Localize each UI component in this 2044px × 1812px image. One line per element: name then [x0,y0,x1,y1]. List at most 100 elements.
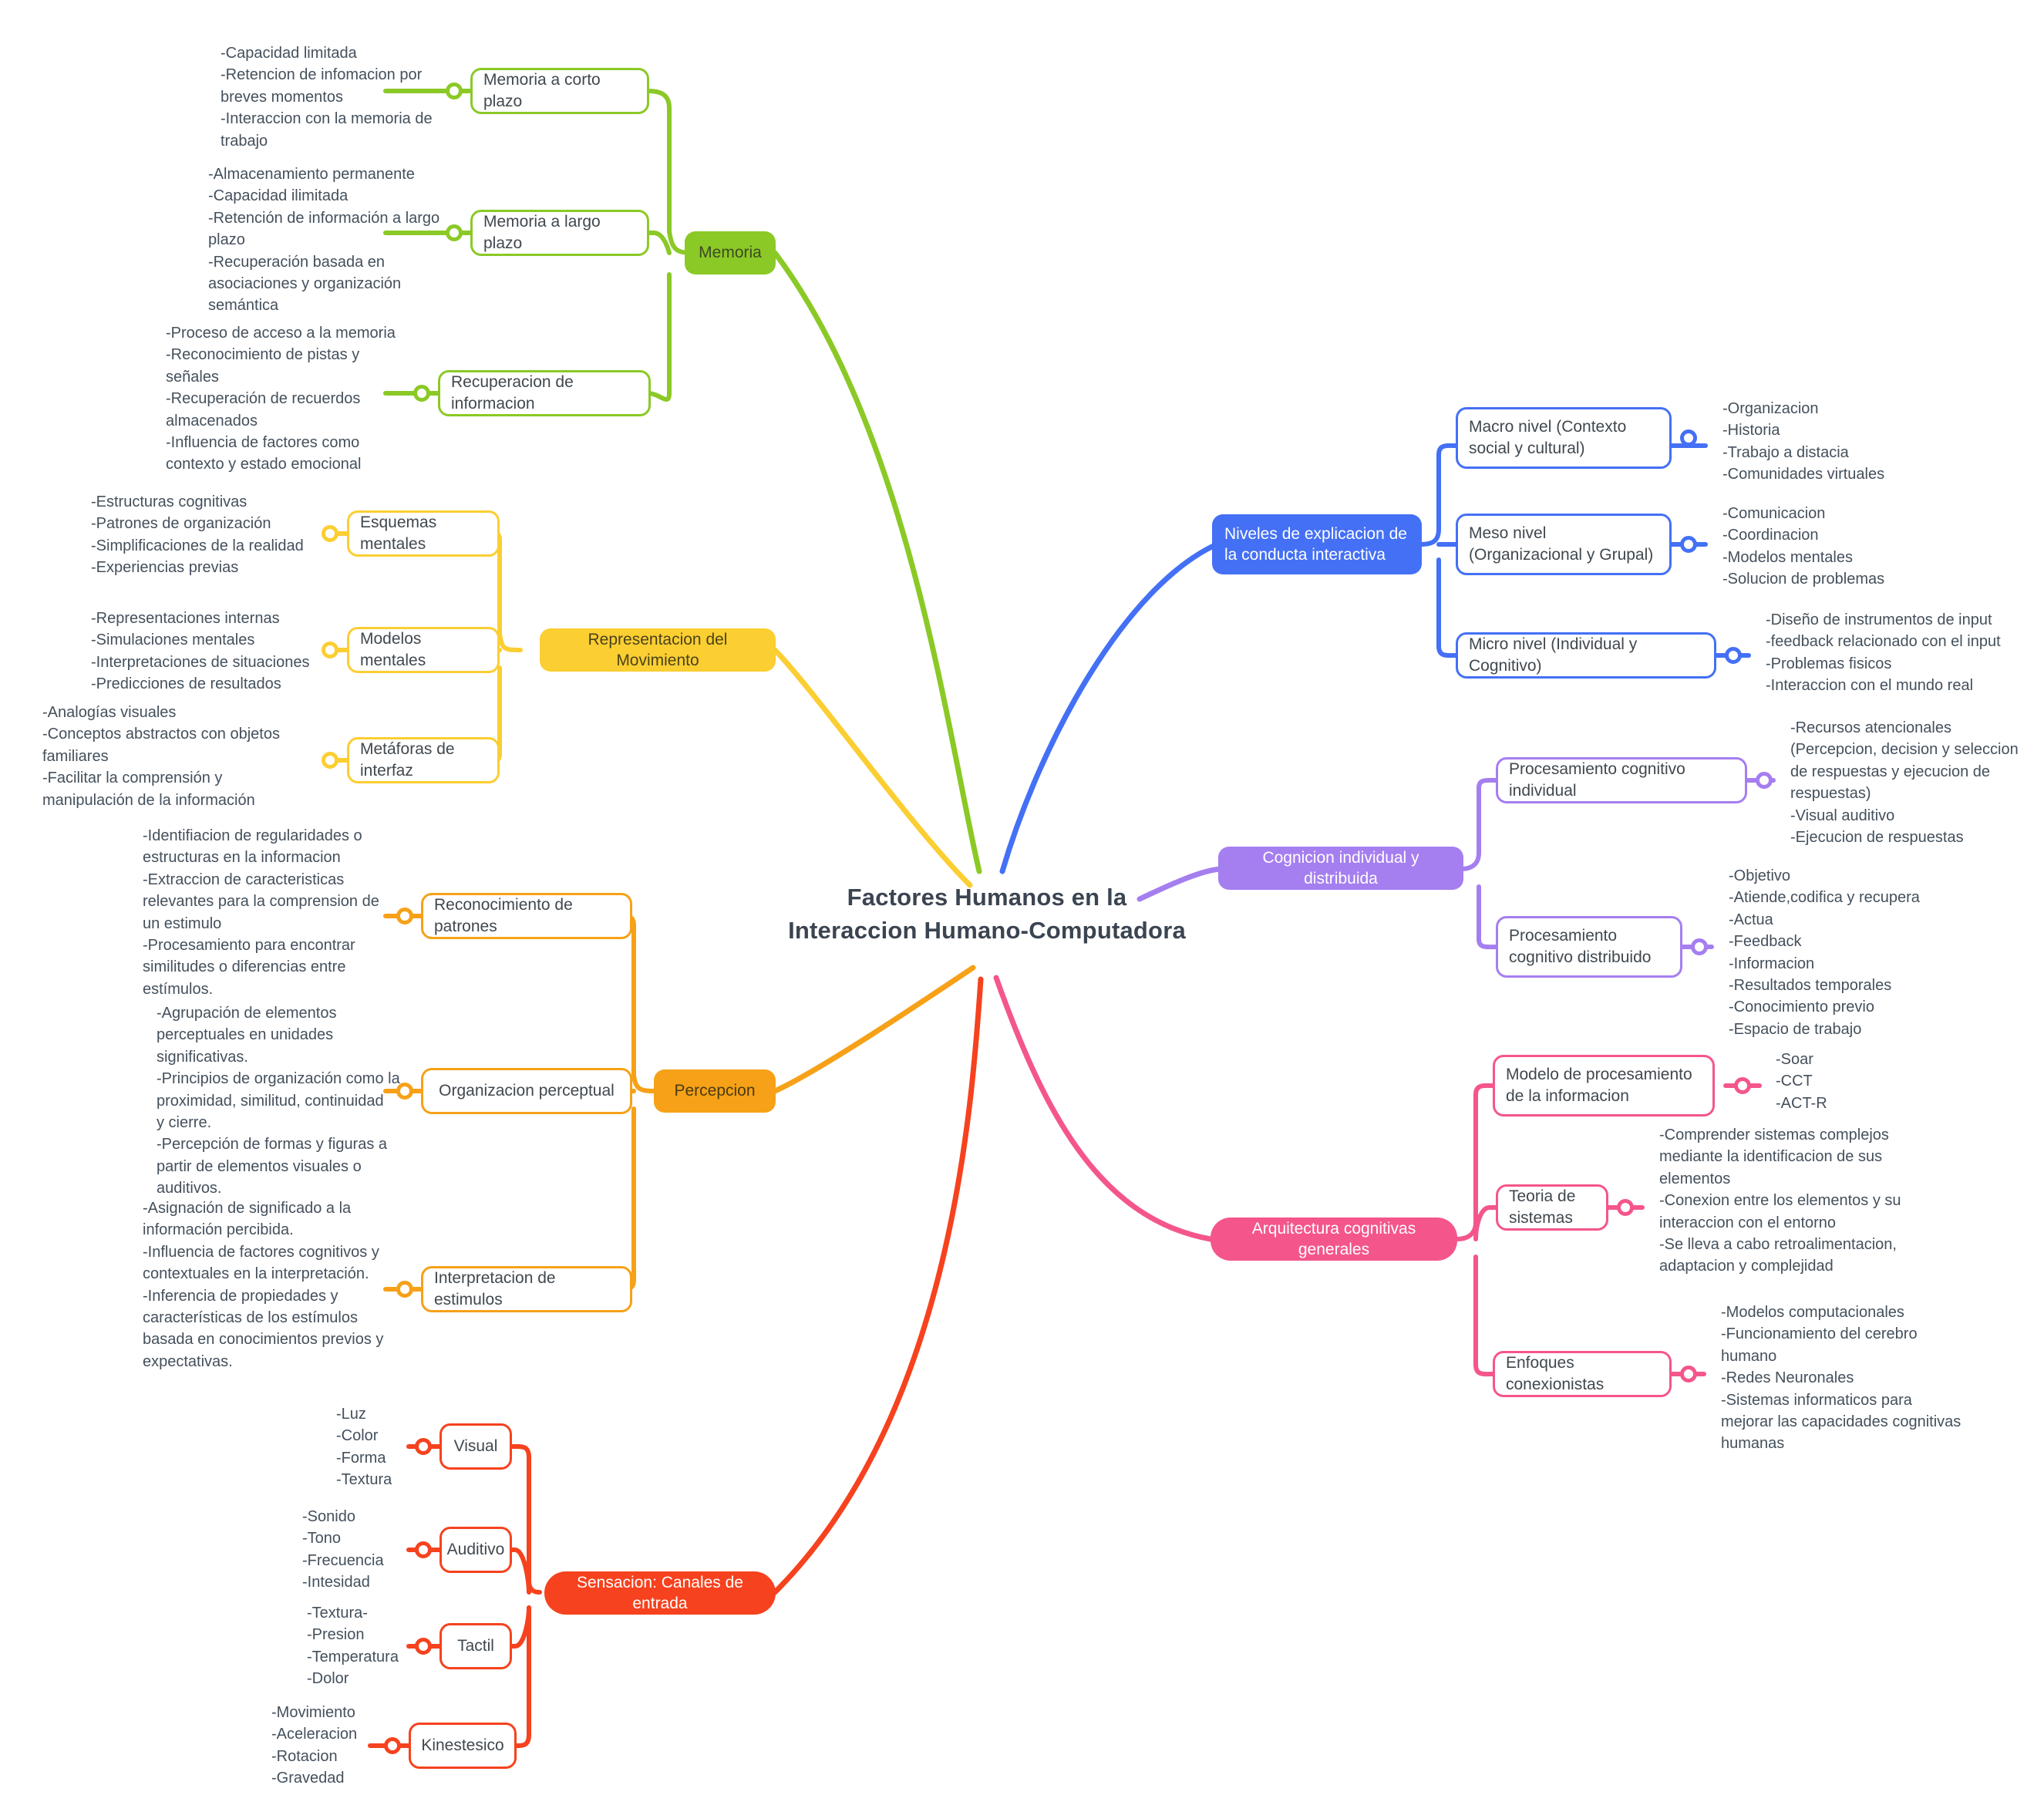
node-label: Visual [453,1437,498,1456]
node-meso-nivel[interactable]: Meso nivel (Organizacional y Grupal) [1456,514,1672,575]
node-esquemas-mentales[interactable]: Esquemas mentales [347,510,500,557]
connector-dot [1617,1199,1634,1216]
node-label: Enfoques conexionistas [1506,1354,1605,1393]
node-label: Kinestesico [421,1736,504,1755]
node-label: Auditivo [446,1541,505,1559]
node-label: Teoria de sistemas [1509,1187,1576,1227]
leaf-macro-nivel: -Organizacion -Historia -Trabajo a dista… [1722,400,1885,483]
connector-dot [446,83,463,99]
node-label: Meso nivel (Organizacional y Grupal) [1469,524,1654,564]
node-tactil[interactable]: Tactil [439,1623,512,1669]
leaf-visual: -Luz -Color -Forma -Textura [336,1406,392,1489]
leaf-interpretacion-estimulos: -Asignación de significado a la informac… [143,1200,384,1370]
connector-dot [1734,1077,1751,1094]
node-label: Modelo de procesamiento de la informacio… [1506,1066,1692,1105]
connector-dot [446,224,463,241]
leaf-auditivo: -Sonido -Tono -Frecuencia -Intesidad [302,1508,384,1591]
connector-dot [322,642,338,658]
node-label: Memoria a corto plazo [483,71,601,110]
node-label: Reconocimiento de patrones [434,896,573,935]
connector-dot [396,1281,413,1298]
leaf-kinestesico: -Movimiento -Aceleracion -Rotacion -Grav… [271,1704,358,1787]
node-procesamiento-distribuido[interactable]: Procesamiento cognitivo distribuido [1496,916,1682,978]
connector-dot [415,1541,432,1558]
node-kinestesico[interactable]: Kinestesico [409,1723,517,1769]
branch-label-memoria: Memoria [699,244,762,262]
leaf-procesamiento-individual: -Recursos atencionales (Percepcion, deci… [1790,719,2019,846]
connector-dot [1680,1366,1697,1383]
node-micro-nivel[interactable]: Micro nivel (Individual y Cognitivo) [1456,632,1716,679]
leaf-teoria-sistemas: -Comprender sistemas complejos mediante … [1659,1127,1901,1275]
node-label: Esquemas mentales [360,514,437,553]
root-title-line2: Interaccion Humano-Computadora [788,916,1186,944]
node-label: Recuperacion de informacion [451,373,574,413]
branch-node-arquitectura[interactable]: Arquitectura cognitivas generales [1211,1218,1457,1261]
node-reconocimiento-patrones[interactable]: Reconocimiento de patrones [421,893,632,939]
connector-dot [322,752,338,769]
node-label: Procesamiento cognitivo individual [1509,760,1685,800]
connector-dot [1691,938,1708,955]
node-label: Memoria a largo plazo [483,213,601,252]
node-label: Tactil [457,1637,494,1655]
leaf-reconocimiento-patrones: -Identifiacion de regularidades o estruc… [143,827,379,998]
node-teoria-sistemas[interactable]: Teoria de sistemas [1496,1184,1608,1231]
node-organizacion-perceptual[interactable]: Organizacion perceptual [421,1068,632,1114]
branch-node-percepcion[interactable]: Percepcion [654,1069,776,1113]
branch-label-percepcion: Percepcion [674,1082,756,1100]
leaf-esquemas-mentales: -Estructuras cognitivas -Patrones de org… [91,493,304,577]
leaf-recuperacion-informacion: -Proceso de acceso a la memoria -Reconoc… [166,325,396,473]
connector-dot [396,1083,413,1100]
branch-label-sensacion: Sensacion: Canales de entrada [577,1573,743,1612]
connector-dot [1680,429,1697,446]
branch-node-representacion[interactable]: Representacion del Movimiento [540,628,776,672]
node-visual[interactable]: Visual [439,1423,512,1470]
node-label: Macro nivel (Contexto social y cultural) [1469,418,1627,457]
node-memoria-largo-plazo[interactable]: Memoria a largo plazo [470,210,649,256]
leaf-procesamiento-distribuido: -Objetivo -Atiende,codifica y recupera -… [1729,867,1920,1038]
connector-dot [322,525,338,542]
node-label: Procesamiento cognitivo distribuido [1509,927,1652,966]
node-label: Micro nivel (Individual y Cognitivo) [1469,635,1638,675]
branch-label-niveles: Niveles de explicacion de la conducta in… [1224,524,1407,564]
node-procesamiento-individual[interactable]: Procesamiento cognitivo individual [1496,757,1747,803]
node-modelos-mentales[interactable]: Modelos mentales [347,627,500,673]
node-interpretacion-estimulos[interactable]: Interpretacion de estimulos [421,1266,632,1312]
connector-dot [415,1638,432,1655]
leaf-modelos-mentales: -Representaciones internas -Simulaciones… [91,610,310,693]
node-label: Interpretacion de estimulos [434,1269,556,1308]
node-label: Metáforas de interfaz [360,740,455,780]
leaf-micro-nivel: -Diseño de instrumentos de input -feedba… [1766,611,2001,695]
connector-dot [1680,536,1697,553]
branch-node-memoria[interactable]: Memoria [685,231,776,274]
node-macro-nivel[interactable]: Macro nivel (Contexto social y cultural) [1456,407,1672,469]
node-enfoques-conexionistas[interactable]: Enfoques conexionistas [1493,1351,1672,1397]
leaf-memoria-corto-plazo: -Capacidad limitada -Retencion de infoma… [221,45,433,150]
leaf-memoria-largo-plazo: -Almacenamiento permanente -Capacidad il… [208,166,440,315]
branch-label-arquitectura: Arquitectura cognitivas generales [1251,1219,1416,1258]
root-title-line1: Factores Humanos en la [847,884,1127,911]
node-memoria-corto-plazo[interactable]: Memoria a corto plazo [470,68,649,114]
branch-node-sensacion[interactable]: Sensacion: Canales de entrada [544,1571,776,1615]
connector-dot [1725,647,1742,664]
leaf-meso-nivel: -Comunicacion -Coordinacion -Modelos men… [1722,505,1885,588]
node-metaforas-interfaz[interactable]: Metáforas de interfaz [347,737,500,783]
node-modelo-procesamiento[interactable]: Modelo de procesamiento de la informacio… [1493,1055,1715,1117]
connector-dot [396,908,413,925]
node-recuperacion-informacion[interactable]: Recuperacion de informacion [438,370,651,416]
connector-dot [415,1438,432,1455]
leaf-modelo-procesamiento: -Soar -CCT -ACT-R [1776,1051,1827,1112]
node-label: Organizacion perceptual [439,1082,615,1100]
connector-dot [384,1737,401,1754]
root-title: Factores Humanos en la Interaccion Human… [771,881,1203,948]
branch-node-cognicion[interactable]: Cognicion individual y distribuida [1218,847,1463,890]
node-label: Modelos mentales [360,630,426,669]
branch-node-niveles[interactable]: Niveles de explicacion de la conducta in… [1212,514,1422,574]
connector-dot [413,385,430,402]
leaf-enfoques-conexionistas: -Modelos computacionales -Funcionamiento… [1721,1304,1961,1453]
node-auditivo[interactable]: Auditivo [439,1527,512,1573]
branch-label-representacion: Representacion del Movimiento [588,630,728,669]
leaf-tactil: -Textura- -Presion -Temperatura -Dolor [307,1605,399,1688]
connector-dot [1756,772,1773,789]
leaf-metaforas-interfaz: -Analogías visuales -Conceptos abstracto… [42,704,280,809]
